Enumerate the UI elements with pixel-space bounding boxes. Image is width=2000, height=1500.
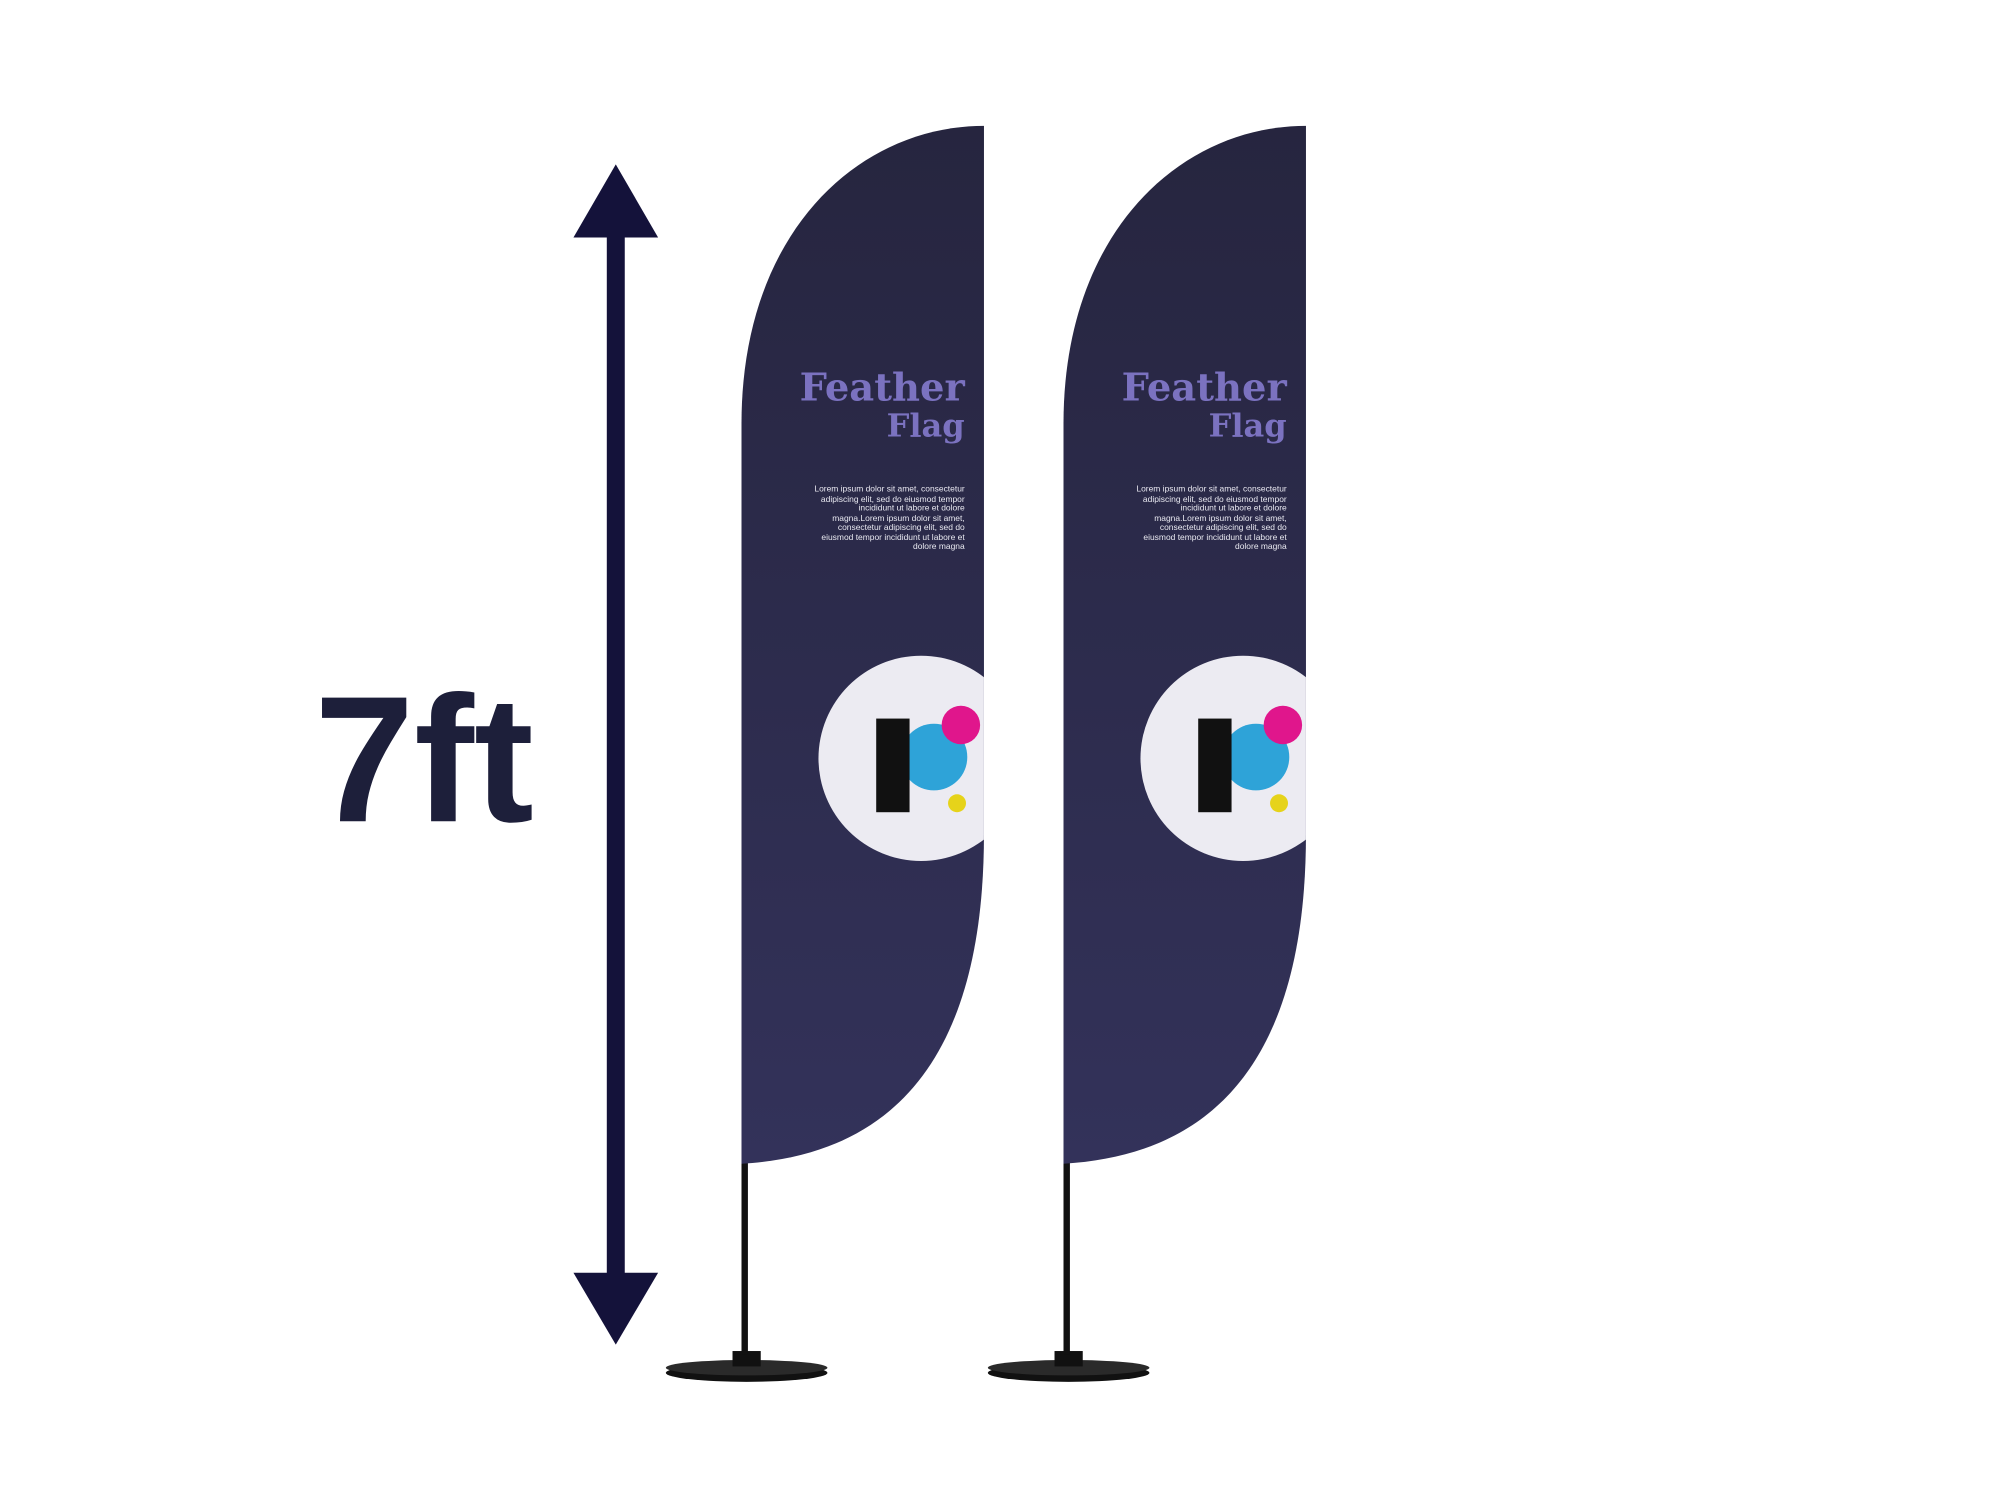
svg-text:consectetur adipiscing elit, s: consectetur adipiscing elit, sed do [1160, 522, 1287, 532]
flag-pole [741, 1154, 748, 1355]
svg-text:dolore magna: dolore magna [1235, 541, 1287, 551]
flag-subtitle: Flag [887, 406, 965, 444]
svg-text:dolore magna: dolore magna [913, 541, 965, 551]
svg-text:consectetur adipiscing elit, s: consectetur adipiscing elit, sed do [838, 522, 965, 532]
svg-text:eiusmod tempor incididunt ut l: eiusmod tempor incididunt ut labore et [1143, 532, 1287, 542]
flag-body-text: Lorem ipsum dolor sit amet, consectetur … [814, 484, 965, 552]
brand-logo [818, 655, 984, 861]
height-label: 7ft [314, 659, 534, 860]
svg-text:adipiscing elit, sed do eiusmo: adipiscing elit, sed do eiusmod tempor [821, 494, 965, 504]
svg-text:Lorem ipsum dolor sit amet, co: Lorem ipsum dolor sit amet, consectetur [1136, 484, 1287, 494]
arrow-up-icon [573, 164, 659, 238]
svg-text:eiusmod tempor incididunt ut l: eiusmod tempor incididunt ut labore et [821, 532, 965, 542]
arrow-down-icon [573, 1272, 659, 1345]
flag-pole [1063, 1154, 1070, 1355]
svg-text:incididunt ut labore et dolore: incididunt ut labore et dolore [1181, 503, 1288, 513]
height-arrow [573, 164, 659, 1345]
svg-text:incididunt ut labore et dolore: incididunt ut labore et dolore [859, 503, 966, 513]
brand-logo [1140, 655, 1306, 861]
svg-text:magna.Lorem ipsum dolor sit am: magna.Lorem ipsum dolor sit amet, [1154, 513, 1287, 523]
svg-text:Lorem ipsum dolor sit amet, co: Lorem ipsum dolor sit amet, consectetur [814, 484, 965, 494]
feather-flag-2: Feather Flag Lorem ipsum dolor sit amet,… [987, 125, 1306, 1382]
flag-title: Feather [1122, 365, 1288, 410]
flag-title: Feather [800, 365, 966, 410]
flag-body-text: Lorem ipsum dolor sit amet, consectetur … [1136, 484, 1287, 552]
svg-text:magna.Lorem ipsum dolor sit am: magna.Lorem ipsum dolor sit amet, [832, 513, 965, 523]
feather-flag-1: Feather Flag Lorem ipsum dolor sit amet,… [665, 125, 984, 1382]
svg-text:adipiscing elit, sed do eiusmo: adipiscing elit, sed do eiusmod tempor [1143, 494, 1287, 504]
flag-subtitle: Flag [1209, 406, 1287, 444]
